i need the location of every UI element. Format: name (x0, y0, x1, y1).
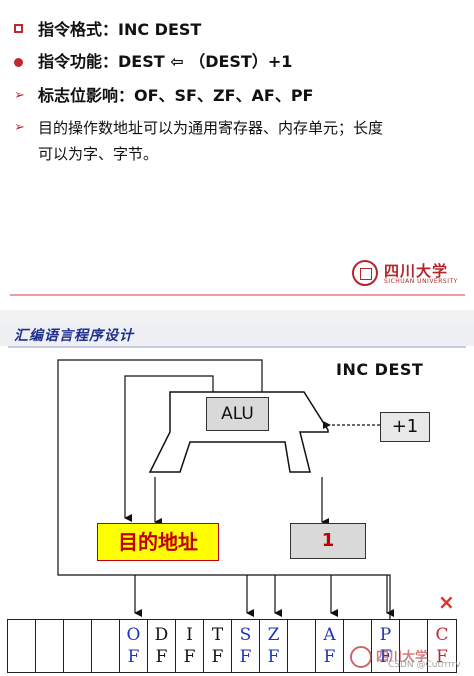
alu-output-arrow (124, 375, 214, 522)
flag-suffix: F (155, 647, 168, 667)
flag-cell (92, 620, 120, 672)
flag-suffix: F (183, 647, 196, 667)
university-logo: 四川大学 SICHUAN UNIVERSITY (352, 260, 472, 290)
operand-text-line1: 目的操作数地址可以为通用寄存器、内存单元；长度 (38, 119, 384, 137)
dest-address-box: 目的地址 (97, 523, 219, 561)
seal-icon (350, 646, 372, 668)
flag-cell (344, 620, 372, 672)
flag-letter: T (211, 625, 224, 645)
slide-header-title: 汇编语言程序设计 (14, 328, 134, 344)
slide-header: 汇编语言程序设计 (0, 322, 474, 346)
flag-letter: C (435, 625, 449, 645)
flag-letter: A (323, 625, 336, 645)
instruction-function-text: 指令功能：DEST ⇦ （DEST）+1 (38, 52, 293, 71)
arrow-bullet-icon: ➢ (14, 88, 25, 103)
plus-one-box: +1 (380, 412, 430, 442)
inc-dest-label: INC DEST (336, 360, 424, 379)
flag-letter: Z (267, 625, 280, 645)
flag-letter: I (186, 625, 193, 645)
seal-icon (352, 260, 378, 286)
close-icon[interactable]: × (438, 590, 455, 614)
flag-cell (400, 620, 428, 672)
flag-suffix: F (379, 647, 392, 667)
feedback-line (57, 359, 391, 619)
alu-box: ALU (206, 397, 269, 431)
operand-text-line2: 可以为字、字节。 (38, 145, 159, 163)
flag-letter: P (379, 625, 392, 645)
flag-letter: S (239, 625, 252, 645)
constant-one-box: 1 (290, 523, 366, 559)
watermark-logo-text: 四川大学 (376, 650, 429, 665)
flag-suffix: F (436, 647, 448, 667)
arrow-bullet-icon: ➢ (14, 120, 25, 135)
flag-cell (8, 620, 36, 672)
flag-suffix: F (267, 647, 280, 667)
logo-en-text: SICHUAN UNIVERSITY (384, 278, 458, 285)
alu-shape (148, 391, 329, 473)
slide-separator (0, 310, 474, 322)
flag-suffix: F (211, 647, 224, 667)
datapath-diagram (57, 359, 394, 619)
instruction-format-text: 指令格式：INC DEST (38, 20, 202, 39)
divider (10, 294, 465, 296)
logo-cn-text: 四川大学 (384, 262, 449, 280)
flag-effect-text: 标志位影响：OF、SF、ZF、AF、PF (38, 86, 314, 105)
header-divider (8, 346, 466, 348)
flag-cell (288, 620, 316, 672)
dot-bullet-icon (14, 58, 23, 67)
flag-cell (36, 620, 64, 672)
slide-top: 指令格式：INC DEST 指令功能：DEST ⇦ （DEST）+1 ➢ 标志位… (0, 0, 474, 310)
watermark: 四川大学 CSDN @Cutrrrrv (350, 646, 468, 672)
slide-diagram: 汇编语言程序设计 INC DEST ALU +1 目的地址 (0, 322, 474, 676)
flag-suffix: F (239, 647, 252, 667)
flag-suffix: F (127, 647, 140, 667)
flag-letter: O (126, 625, 141, 645)
flag-letter: D (154, 625, 169, 645)
flag-suffix: F (323, 647, 336, 667)
flag-cell (64, 620, 92, 672)
square-bullet-icon (14, 24, 23, 33)
watermark-text: CSDN @Cutrrrrv (388, 660, 461, 670)
